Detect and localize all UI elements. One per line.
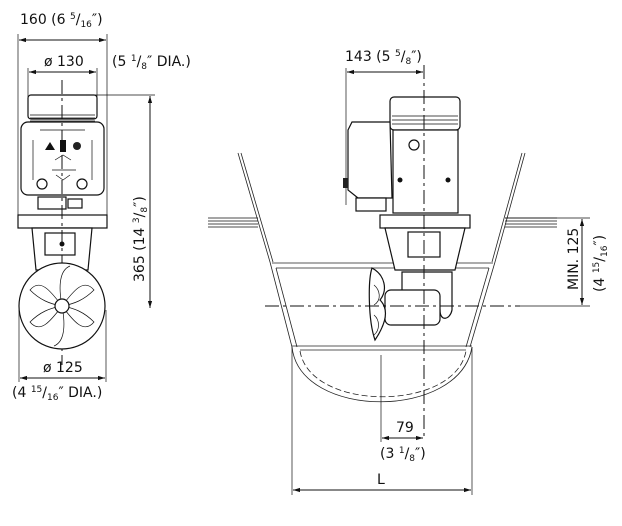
dim-tunnel-length: L [377, 472, 385, 488]
motor-top [389, 96, 461, 131]
dim-propeller-offset-inches: (3 1/8″) [380, 446, 426, 464]
right-side-view: 143 (5 5/8″) [208, 49, 610, 495]
dim-propeller-diameter-inches: (4 15/16″ DIA.) [12, 385, 102, 403]
dim-motor-offset: 143 (5 5/8″) [345, 49, 422, 67]
dim-propeller-offset: 79 [396, 420, 414, 436]
control-box [347, 121, 393, 199]
propeller [368, 267, 387, 342]
flange [379, 214, 471, 229]
dim-min-depth: MIN. 125 [566, 228, 582, 290]
dim-motor-diameter-inches: (5 1/8″ DIA.) [112, 54, 191, 72]
left-front-view: 160 (6 5/16″) ø 130 (5 1/8″ DIA.) [12, 12, 191, 403]
gear-leg [384, 289, 441, 326]
dim-overall-height: 365 (14 3/8″) [132, 196, 150, 282]
dim-min-depth-inches: (4 15/16″) [592, 235, 610, 292]
dim-overall-width: 160 (6 5/16″) [20, 12, 103, 30]
motor-body [392, 129, 459, 214]
dim-motor-diameter: ø 130 [44, 54, 84, 70]
dim-propeller-diameter: ø 125 [43, 360, 83, 376]
connector [37, 196, 67, 210]
